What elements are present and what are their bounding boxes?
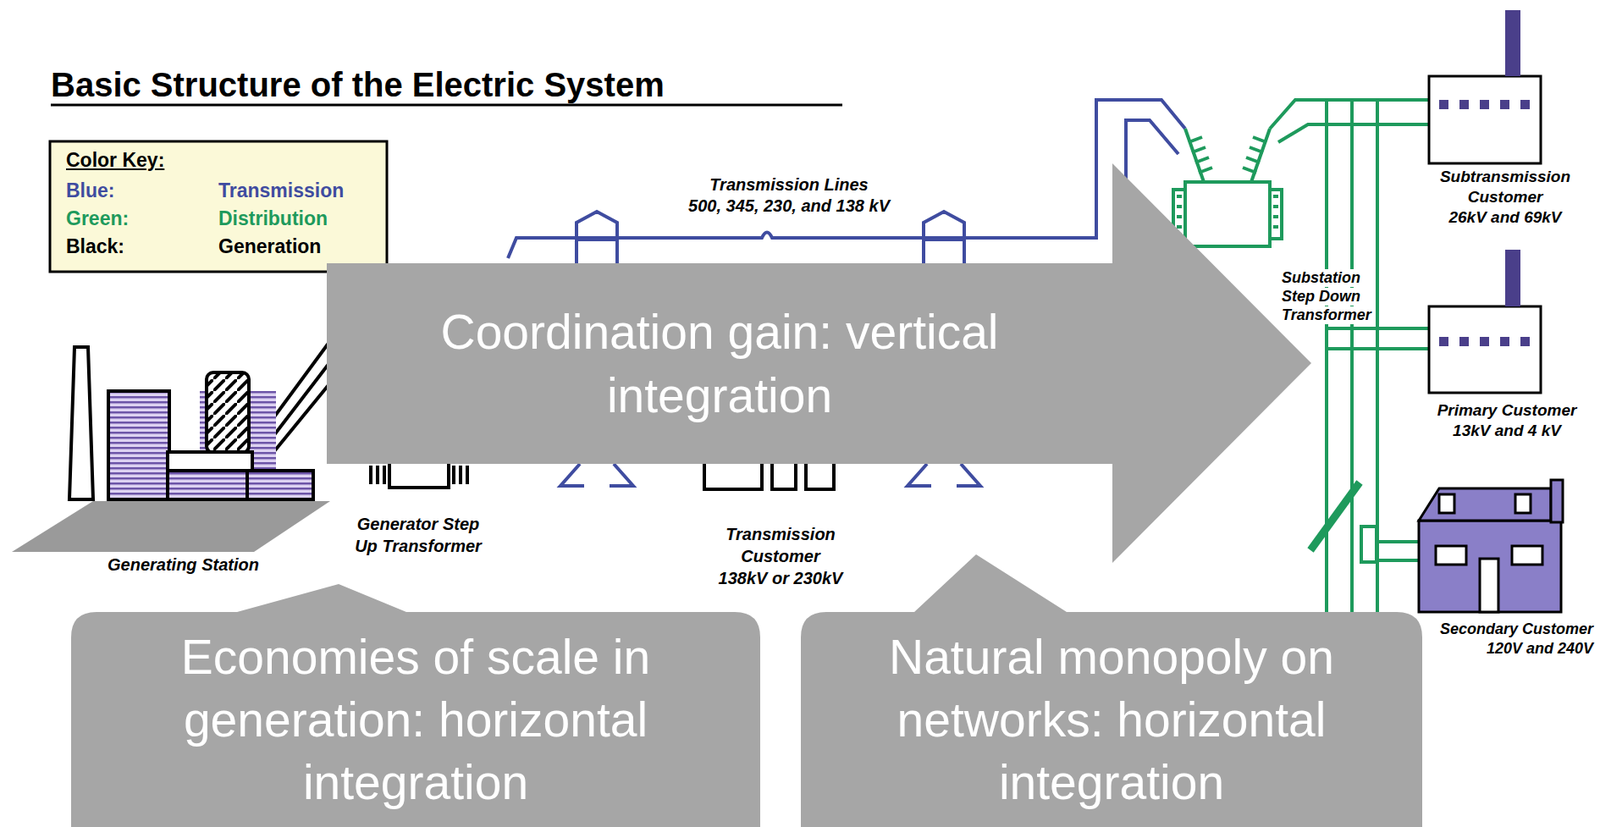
part-label: 120V and 240V [1484, 640, 1595, 658]
generating-station [247, 470, 314, 500]
color-key-box [49, 141, 387, 272]
arrow-shape [326, 163, 1312, 563]
factory-window [1520, 336, 1530, 347]
part-label: Transmission Lines [707, 175, 870, 195]
callout-text-stack: Coordination gain: vertical integration [345, 300, 1094, 426]
legend-text: Transmission [218, 179, 344, 202]
part-label: 13kV and 4 kV [1451, 421, 1563, 441]
customer-buildings [1479, 558, 1499, 613]
transmission-customer-building [704, 463, 834, 490]
transmission-lines [576, 239, 965, 264]
factory-window [1500, 99, 1510, 110]
factory-window [1439, 336, 1449, 347]
key-label: Color Key: [66, 148, 165, 172]
transmission-lines [560, 463, 634, 486]
part-label: Customer [1466, 187, 1545, 207]
factory-window [1479, 99, 1490, 110]
substation-transformer [1188, 137, 1213, 173]
part-label: Primary Customer [1435, 401, 1579, 420]
callout-text-area: Economies of scale in generation: horizo… [71, 612, 761, 827]
callout-shape [71, 584, 761, 827]
generating-station [206, 372, 249, 453]
distribution-lines [1361, 526, 1377, 563]
part-label: Up Transformer [353, 536, 484, 557]
distribution-lines [1326, 328, 1429, 349]
generating-station [11, 338, 332, 552]
generating-station [108, 391, 170, 500]
transmission-lines [507, 99, 1186, 259]
factory-window [1439, 99, 1449, 110]
factory-window [1520, 99, 1530, 110]
factory-window [1459, 336, 1469, 347]
legend-text: Generation [218, 235, 321, 258]
callout-box: Economies of scale in generation: horizo… [71, 575, 761, 827]
customer-buildings [1515, 494, 1531, 514]
generating-station [11, 501, 331, 552]
key-label: Blue: [66, 179, 116, 202]
customer-buildings [1428, 306, 1541, 393]
transmission-lines [907, 463, 981, 486]
part-label: 138kV or 230kV [717, 568, 845, 589]
generating-station [270, 380, 332, 456]
generating-station [69, 347, 94, 500]
callout-text-area: Coordination gain: vertical integration [326, 263, 1113, 464]
part-label: Generating Station [105, 555, 261, 575]
step-up-transformer [370, 465, 468, 485]
arrow-callout: Coordination gain: vertical integration [326, 163, 1312, 563]
customer-buildings [1418, 10, 1563, 613]
part-label: 26kV and 69kV [1446, 208, 1563, 227]
part-label: Transmission [723, 524, 838, 545]
arrow-callout-shape [326, 163, 1312, 563]
transmission-lines [576, 211, 618, 240]
callout-text-stack: Economies of scale in generation: horizo… [89, 625, 742, 814]
transmission-lines [923, 211, 965, 240]
key-label: Green: [66, 207, 129, 230]
factory-window [1500, 336, 1510, 347]
callout-text: Coordination gain: vertical integration [345, 300, 1094, 426]
generating-station [167, 470, 248, 500]
customer-buildings [1418, 520, 1562, 613]
customer-buildings [1505, 10, 1521, 77]
generating-station [167, 452, 253, 471]
diagram-title: Basic Structure of the Electric System [50, 66, 665, 105]
color-key-box [49, 141, 387, 272]
customer-buildings [1439, 494, 1455, 514]
part-label: Step Down [1280, 287, 1363, 306]
substation-transformer [1176, 196, 1279, 227]
part-label: Substation [1280, 269, 1363, 287]
customer-buildings [1550, 480, 1563, 523]
customer-buildings [1435, 546, 1467, 565]
key-label: Black: [66, 235, 125, 258]
factory-window [1479, 336, 1490, 347]
part-label: Subtransmission [1438, 167, 1573, 187]
customer-buildings [1511, 546, 1543, 565]
part-label: Transformer [1280, 306, 1374, 325]
part-label: 500, 345, 230, and 138 kV [686, 196, 892, 216]
callout-text: Natural monopoly on networks: horizontal… [819, 625, 1404, 814]
distribution-lines [1377, 541, 1419, 561]
part-label: Customer [739, 546, 822, 567]
substation-transformer [1242, 137, 1267, 173]
callout-box: Natural monopoly on networks: horizontal… [800, 550, 1423, 827]
part-label: Secondary Customer [1438, 620, 1595, 639]
substation-transformer [1173, 128, 1282, 247]
customer-buildings [1428, 76, 1541, 164]
substation-transformer [1185, 182, 1270, 247]
substation-transformer [1185, 128, 1270, 183]
customer-buildings [1418, 488, 1551, 521]
transmission-customer-building [704, 463, 834, 490]
callout-text: Economies of scale in generation: horizo… [89, 625, 742, 814]
callout-shape [800, 554, 1423, 827]
title-underline [50, 104, 843, 106]
callout-text-stack: Natural monopoly on networks: horizontal… [819, 625, 1404, 814]
callout-text-area: Natural monopoly on networks: horizontal… [800, 612, 1423, 827]
legend-text: Distribution [218, 207, 328, 230]
distribution-lines [1310, 482, 1360, 551]
factory-window [1459, 99, 1469, 110]
customer-buildings [1505, 249, 1521, 307]
title-underline [50, 104, 843, 107]
part-label: Generator Step [355, 514, 481, 535]
